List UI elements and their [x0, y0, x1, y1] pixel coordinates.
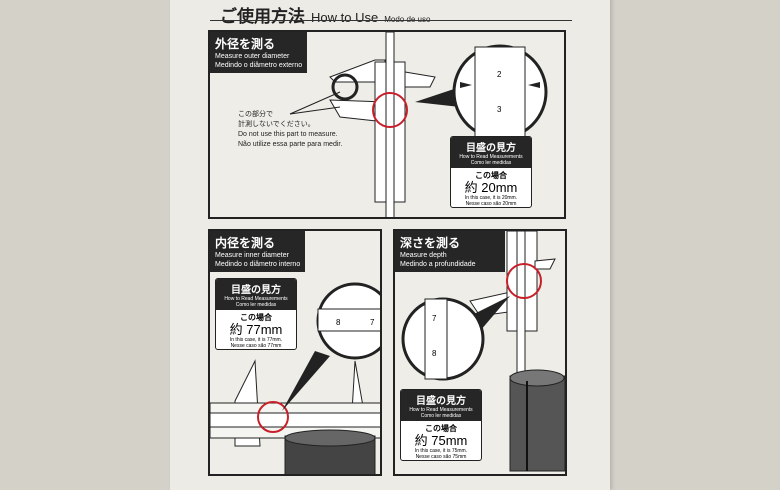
measurement-value: 約 20mm: [464, 180, 518, 195]
header-pt: Medindo o diâmetro externo: [215, 62, 303, 69]
read-jp: 目盛の見方: [416, 396, 466, 407]
header-jp: 外径を測る: [215, 37, 276, 51]
case-pt: Nesse caso são 77mm: [230, 343, 282, 349]
case-pt: Nesse caso são 75mm: [415, 454, 467, 460]
note-jp1: この部分で: [238, 111, 273, 118]
note-pt: Não utilize essa parte para medir.: [238, 141, 343, 148]
warning-note: この部分で計測しないでください。 Do not use this part to …: [238, 110, 342, 150]
page-title: ご使用方法 How to Use Modo de uso: [220, 2, 430, 27]
scale-label: 7: [370, 318, 375, 327]
read-pt: Como ler medidas: [235, 302, 277, 308]
note-jp2: 計測しないでください。: [238, 121, 315, 128]
scale-label: 3: [497, 105, 502, 114]
scale-label: 7: [432, 314, 437, 323]
case-jp: この場合: [425, 424, 457, 433]
header-en: Measure depth: [400, 252, 447, 259]
caliper-depth-illustration: 7 8: [401, 231, 565, 472]
scale-label: 8: [336, 318, 341, 327]
read-en: How to Read Measurements: [459, 154, 523, 160]
header-jp: 深さを測る: [400, 236, 461, 250]
header-en: Measure outer diameter: [215, 53, 290, 60]
measurement-value: 約 77mm: [229, 322, 283, 337]
title-en: How to Use: [311, 10, 379, 25]
read-jp: 目盛の見方: [466, 143, 516, 154]
header-pt: Medindo a profundidade: [400, 261, 476, 268]
header-jp: 内径を測る: [215, 236, 276, 250]
read-jp: 目盛の見方: [231, 285, 281, 296]
case-en: In this case, it is 75mm.: [414, 448, 468, 454]
caliper-inner-illustration: 8 7: [210, 282, 380, 474]
case-jp: この場合: [475, 171, 507, 180]
read-pt: Como ler medidas: [470, 160, 512, 166]
case-jp: この場合: [240, 313, 272, 322]
read-en: How to Read Measurements: [409, 407, 473, 413]
case-en: In this case, it is 77mm.: [229, 337, 283, 343]
title-pt: Modo de uso: [384, 15, 430, 24]
note-en: Do not use this part to measure.: [238, 131, 338, 138]
scale-label: 8: [432, 349, 437, 358]
caliper-outer-illustration: 2 3: [289, 32, 548, 217]
read-pt: Como ler medidas: [420, 413, 462, 419]
case-en: In this case, it is 20mm.: [464, 195, 518, 201]
read-en: How to Read Measurements: [224, 296, 288, 302]
measurement-value: 約 75mm: [414, 433, 468, 448]
header-pt: Medindo o diâmetro interno: [215, 261, 301, 268]
case-pt: Nesse caso são 20mm: [465, 201, 517, 207]
title-rule: [210, 20, 572, 21]
scale-label: 2: [497, 70, 502, 79]
title-jp: ご使用方法: [220, 7, 305, 26]
header-en: Measure inner diameter: [215, 252, 289, 259]
